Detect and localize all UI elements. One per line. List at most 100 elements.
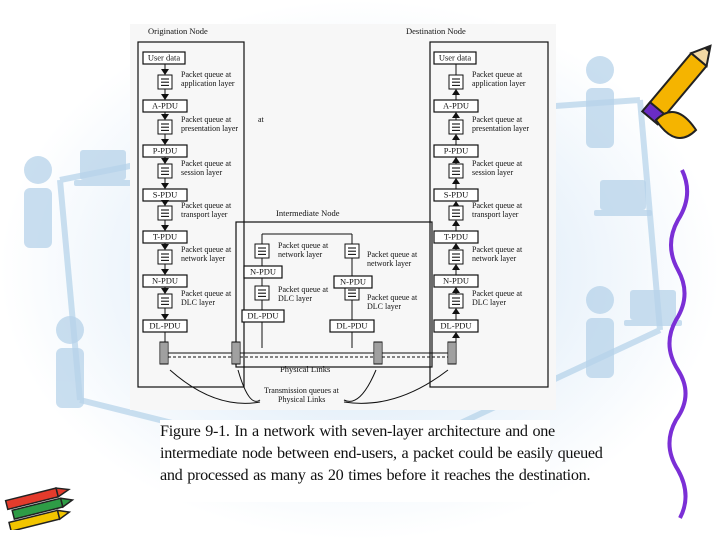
queue-label: transport layer (181, 210, 228, 219)
arrow-head (161, 94, 169, 100)
transmission-arrow (169, 369, 261, 404)
pdu-box-label: DL-PDU (336, 321, 367, 331)
user-data-box-label: User data (439, 53, 472, 63)
packet-queue-icon (448, 249, 464, 265)
pdu-box (142, 99, 188, 113)
packet-queue-icon (448, 293, 464, 309)
queue-label: Packet queue at (472, 289, 523, 298)
pdu-box-label: DL-PDU (440, 321, 471, 331)
caption-line: intermediate node between end-users, a p… (160, 444, 603, 462)
arrow-head (452, 332, 460, 338)
pdu-box (142, 230, 188, 244)
packet-queue-icon (157, 74, 173, 90)
arrow-head (452, 220, 460, 226)
pdu-box-label: N-PDU (152, 276, 178, 286)
pdu-box-label: N-PDU (443, 276, 469, 286)
queue-label: Packet queue at (472, 159, 523, 168)
origination-title: Origination Node (148, 26, 208, 36)
destination-title: Destination Node (406, 26, 466, 36)
queue-label: transport layer (472, 210, 519, 219)
arrow-head (452, 264, 460, 270)
arrow-head (161, 225, 169, 231)
pdu-box-label: A-PDU (152, 101, 178, 111)
queue-label: network layer (181, 254, 226, 263)
arrow-head (452, 243, 460, 249)
transmission-arrow (343, 369, 377, 402)
crayons-clipart (4, 487, 75, 530)
packet-queue-icon (157, 163, 173, 179)
pdu-box (433, 230, 479, 244)
arrow-head (452, 89, 460, 95)
queue-label: Packet queue at (181, 159, 232, 168)
arrow-head (452, 178, 460, 184)
arrow-head (161, 288, 169, 294)
pdu-box (433, 319, 479, 333)
packet-queue-icon (254, 285, 270, 301)
origination-frame (137, 41, 245, 388)
figure-caption: Figure 9-1. In a network with seven-laye… (160, 420, 603, 502)
pdu-box-label: A-PDU (443, 101, 469, 111)
queue-label: Packet queue at (472, 245, 523, 254)
transmission-label: Transmission queues at (264, 386, 340, 395)
pdu-box-label: P-PDU (153, 146, 178, 156)
packet-queue-icon (448, 163, 464, 179)
arrow-head (452, 308, 460, 314)
queue-label: presentation layer (181, 124, 238, 133)
queue-label: Packet queue at (472, 115, 523, 124)
queue-label: Packet queue at (367, 250, 418, 259)
arrow-head (161, 314, 169, 320)
pdu-box (433, 144, 479, 158)
queue-label: Packet queue at (181, 70, 232, 79)
queue-label: Packet queue at (278, 285, 329, 294)
arrow-head (161, 269, 169, 275)
queue-label: network layer (472, 254, 517, 263)
arrow-head (452, 287, 460, 293)
arrow-head (161, 244, 169, 250)
queue-label: at (258, 115, 265, 124)
queue-label: DLC layer (181, 298, 215, 307)
pdu-box-label: S-PDU (153, 190, 178, 200)
arrow-head (161, 69, 169, 75)
transmission-arrow (343, 369, 449, 404)
queue-label: session layer (181, 168, 222, 177)
pdu-box-label: T-PDU (153, 232, 177, 242)
pdu-box (142, 319, 188, 333)
caption-line: and processed as many as 20 times before… (160, 466, 591, 484)
pencil-clipart (640, 44, 712, 519)
queue-label: presentation layer (472, 124, 529, 133)
arrow-head (452, 134, 460, 140)
queue-label: session layer (472, 168, 513, 177)
user-data-box (142, 51, 186, 65)
intermediate-title: Intermediate Node (276, 208, 340, 218)
pdu-box (142, 144, 188, 158)
queue-label: network layer (367, 259, 412, 268)
arrow-head (161, 139, 169, 145)
packet-queue-icon (448, 74, 464, 90)
pdu-box-label: N-PDU (340, 277, 366, 287)
queue-label: application layer (181, 79, 235, 88)
pdu-box (329, 319, 375, 333)
queue-label: Packet queue at (181, 245, 232, 254)
destination-frame (429, 41, 549, 388)
link-buffer-icon (231, 341, 241, 365)
queue-label: Packet queue at (181, 115, 232, 124)
pdu-box (433, 99, 479, 113)
queue-label: application layer (472, 79, 526, 88)
queue-label: network layer (278, 250, 323, 259)
transmission-label: Physical Links (278, 395, 325, 404)
queue-label: Packet queue at (367, 293, 418, 302)
packet-queue-icon (344, 243, 360, 259)
packet-queue-icon (254, 243, 270, 259)
arrow-head (452, 112, 460, 118)
queue-label: DLC layer (278, 294, 312, 303)
arrow-head (161, 114, 169, 120)
layer-diagram: Origination Node Destination NodeIntermed… (137, 26, 549, 404)
transmission-arrow (237, 369, 261, 402)
packet-queue-icon (157, 293, 173, 309)
user-data-box-label: User data (148, 53, 181, 63)
pdu-box-label: P-PDU (444, 146, 469, 156)
pdu-box (241, 309, 285, 323)
link-buffer-icon (447, 341, 457, 365)
queue-label: DLC layer (367, 302, 401, 311)
